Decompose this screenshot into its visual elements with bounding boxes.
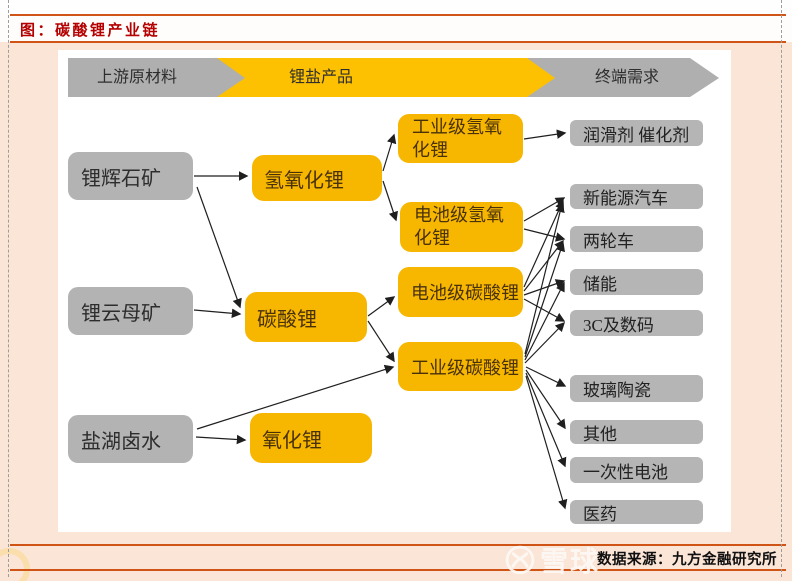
left-dashed-border [8, 0, 9, 577]
data-source-label: 数据来源：九方金融研究所 [597, 552, 777, 568]
node-battery-lithium-hydroxide: 电池级氢氧 化锂 [400, 202, 523, 252]
node-industrial-lithium-hydroxide: 工业级氢氧 化锂 [398, 114, 523, 163]
stage-label-end-demand: 终端需求 [594, 69, 660, 86]
node-lithium-oxide: 氧化锂 [250, 413, 372, 463]
top-white-strip [0, 0, 792, 14]
node-3c-digital: 3C及数码 [570, 310, 703, 336]
node-lepidolite: 锂云母矿 [68, 287, 193, 335]
node-lithium-carbonate: 碳酸锂 [245, 292, 367, 342]
node-spodumene: 锂辉石矿 [68, 152, 193, 200]
node-salt-lake-brine: 盐湖卤水 [68, 415, 193, 463]
node-glass-ceramics: 玻璃陶瓷 [570, 375, 703, 402]
xueqiu-watermark-text: 雪球 [540, 546, 601, 577]
node-two-wheeler: 两轮车 [570, 226, 703, 252]
divider-line-bottom [10, 569, 786, 571]
stage-arrow-yellow [217, 58, 555, 97]
node-industrial-lithium-carbonate: 工业级碳酸锂 [398, 342, 523, 391]
node-energy-storage: 储能 [570, 269, 703, 295]
divider-line-header-bottom [10, 41, 786, 43]
figure-title: 图：碳酸锂产业链 [20, 22, 161, 39]
node-nev: 新能源汽车 [570, 184, 703, 209]
stage-label-upstream: 上游原材料 [96, 69, 178, 86]
stage-label-lithium-salts: 锂盐产品 [288, 69, 354, 86]
corner-watermark-fragment [0, 548, 30, 581]
node-battery-lithium-carbonate: 电池级碳酸锂 [398, 267, 523, 317]
node-lubricant-catalyst: 润滑剂 催化剂 [570, 120, 703, 146]
right-dashed-border [781, 0, 782, 577]
xueqiu-watermark: 雪球 [504, 540, 600, 580]
node-primary-battery: 一次性电池 [570, 457, 703, 483]
divider-line-footer-top [10, 544, 786, 546]
stage-bar [68, 58, 719, 97]
node-pharma: 医药 [570, 500, 703, 524]
xueqiu-logo-icon [505, 545, 535, 575]
node-lithium-hydroxide: 氢氧化锂 [252, 155, 382, 201]
header-band [0, 14, 792, 42]
node-other: 其他 [570, 420, 703, 444]
divider-line-top [10, 14, 786, 16]
